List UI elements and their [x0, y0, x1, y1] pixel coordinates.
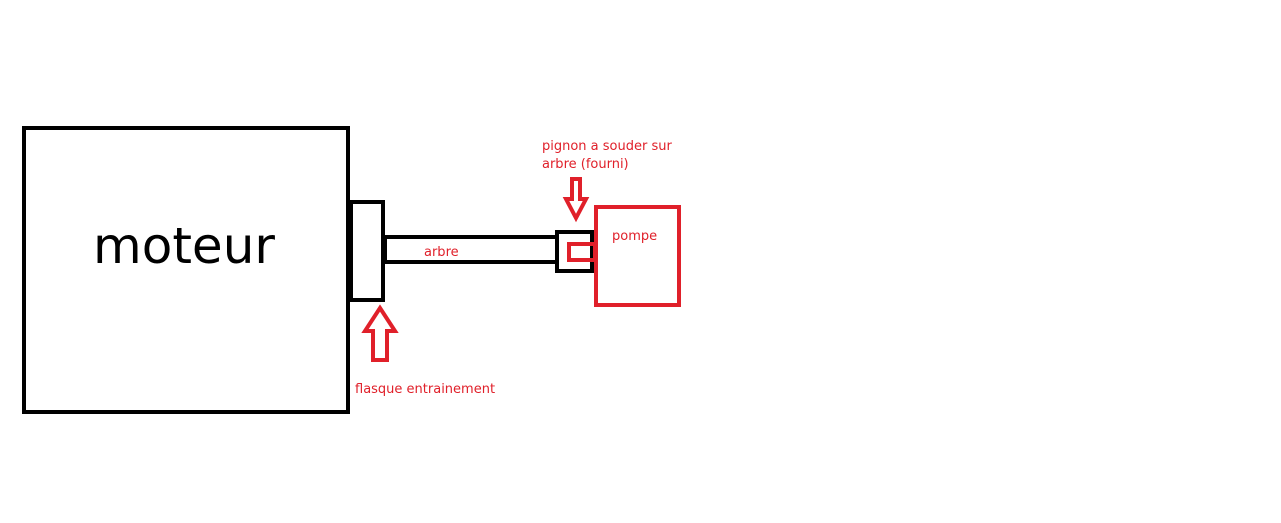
- flange-arrow-up: [361, 304, 399, 362]
- flange-label: flasque entrainement: [355, 382, 495, 397]
- shaft-bar: [383, 235, 559, 264]
- pinion-label-line2: arbre (fourni): [542, 157, 629, 172]
- pump-box: [594, 205, 681, 307]
- pump-label: pompe: [612, 229, 657, 244]
- motor-label: moteur: [93, 217, 275, 275]
- pinion-housing: [555, 230, 594, 273]
- shaft-label: arbre: [424, 245, 459, 260]
- motor-box: [22, 126, 350, 414]
- flange-block: [349, 200, 385, 302]
- pinion-arrow-down: [562, 177, 590, 223]
- pinion-label-line1: pignon a souder sur: [542, 139, 672, 154]
